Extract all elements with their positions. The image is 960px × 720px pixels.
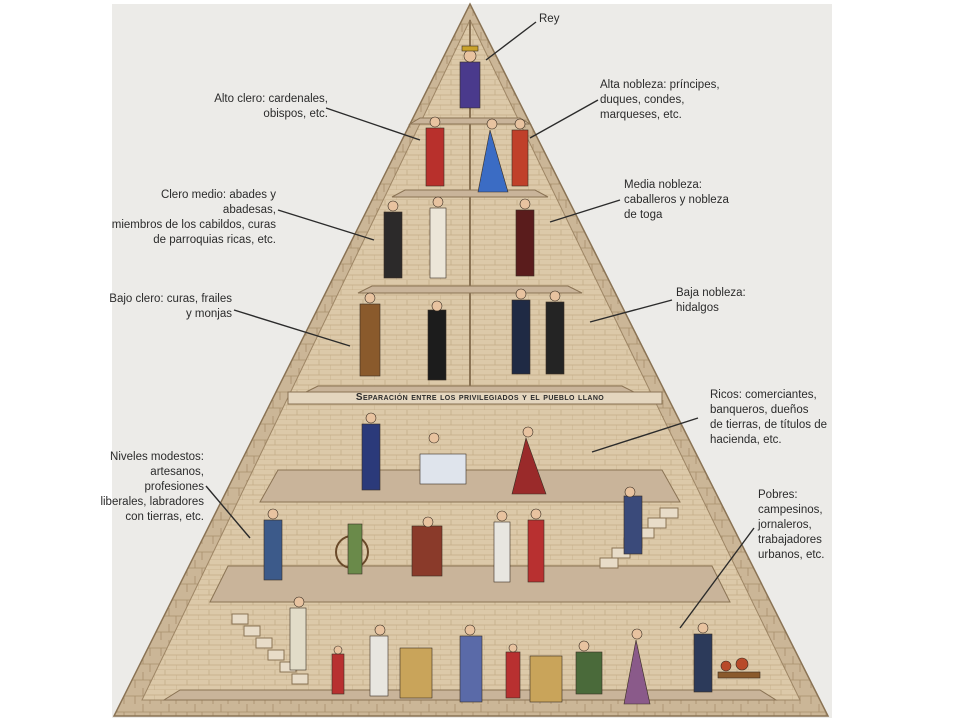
- hidalgo-figure-2: [545, 290, 565, 375]
- potter-figure: [693, 622, 713, 693]
- knight-figure: [515, 198, 535, 277]
- leader-clero-medio: [277, 209, 375, 241]
- merchant-figure: [361, 412, 381, 491]
- label-clero-medio: Clero medio: abades y abadesas, miembros…: [111, 189, 276, 246]
- leader-niveles-modestos: [205, 485, 251, 539]
- separator-label: Separación entre los privilegiados y el …: [355, 392, 605, 403]
- nobleman-figure: [511, 118, 529, 187]
- climbing-man-figure: [623, 486, 643, 555]
- leader-lines: [205, 21, 755, 629]
- boy-figure: [505, 643, 521, 699]
- king-figure: [459, 45, 481, 109]
- label-alto-clero: Alto clero: cardenales, obispos, etc.: [214, 93, 328, 120]
- wheat-sheaf-2: [529, 655, 563, 703]
- banker-figure: [419, 432, 467, 485]
- leader-alto-clero: [325, 107, 421, 141]
- label-pobres: Pobres: campesinos, jornaleros, trabajad…: [758, 489, 825, 561]
- stairs-left: [231, 613, 309, 685]
- nun-figure: [427, 300, 447, 381]
- peasant-figure-1: [289, 596, 307, 671]
- figures: [263, 45, 761, 705]
- doctor-figure: [493, 510, 511, 583]
- spinner-figure: [335, 523, 369, 575]
- leader-media-nobleza: [549, 199, 621, 223]
- label-bajo-clero: Bajo clero: curas, frailes y monjas: [109, 293, 232, 320]
- leader-ricos: [591, 417, 699, 453]
- cardinal-figure: [425, 116, 445, 187]
- leader-pobres: [679, 527, 755, 629]
- label-niveles-modestos: Niveles modestos: artesanos, profesiones…: [100, 451, 204, 523]
- leader-bajo-clero: [233, 309, 351, 347]
- noblewoman-figure: [477, 118, 509, 193]
- reaper-figure: [369, 624, 389, 697]
- child-figure: [331, 645, 345, 695]
- label-rey: Rey: [539, 13, 560, 25]
- friar-figure: [359, 292, 381, 377]
- artisan-figure: [411, 516, 443, 577]
- label-alta-nobleza: Alta nobleza: príncipes, duques, condes,…: [600, 79, 720, 121]
- priest-figure: [429, 196, 447, 279]
- kneeling-man-figure: [575, 640, 603, 695]
- leader-alta-nobleza: [529, 99, 599, 139]
- label-ricos: Ricos: comerciantes, banqueros, dueños d…: [710, 389, 827, 446]
- hidalgo-figure-1: [511, 288, 531, 375]
- woman-figure: [623, 628, 651, 705]
- abbot-figure: [383, 200, 403, 279]
- apprentice-figure: [527, 508, 545, 583]
- separator-band: [287, 391, 663, 405]
- leader-baja-nobleza: [589, 299, 673, 323]
- wheat-sheaf-1: [399, 647, 433, 699]
- leader-rey: [485, 21, 537, 61]
- laborer-figure: [459, 624, 483, 703]
- pottery-table: [717, 657, 761, 679]
- farmer-figure: [263, 508, 283, 581]
- landowner-figure: [511, 426, 547, 495]
- label-media-nobleza: Media nobleza: caballeros y nobleza de t…: [624, 179, 729, 221]
- label-baja-nobleza: Baja nobleza: hidalgos: [676, 287, 746, 314]
